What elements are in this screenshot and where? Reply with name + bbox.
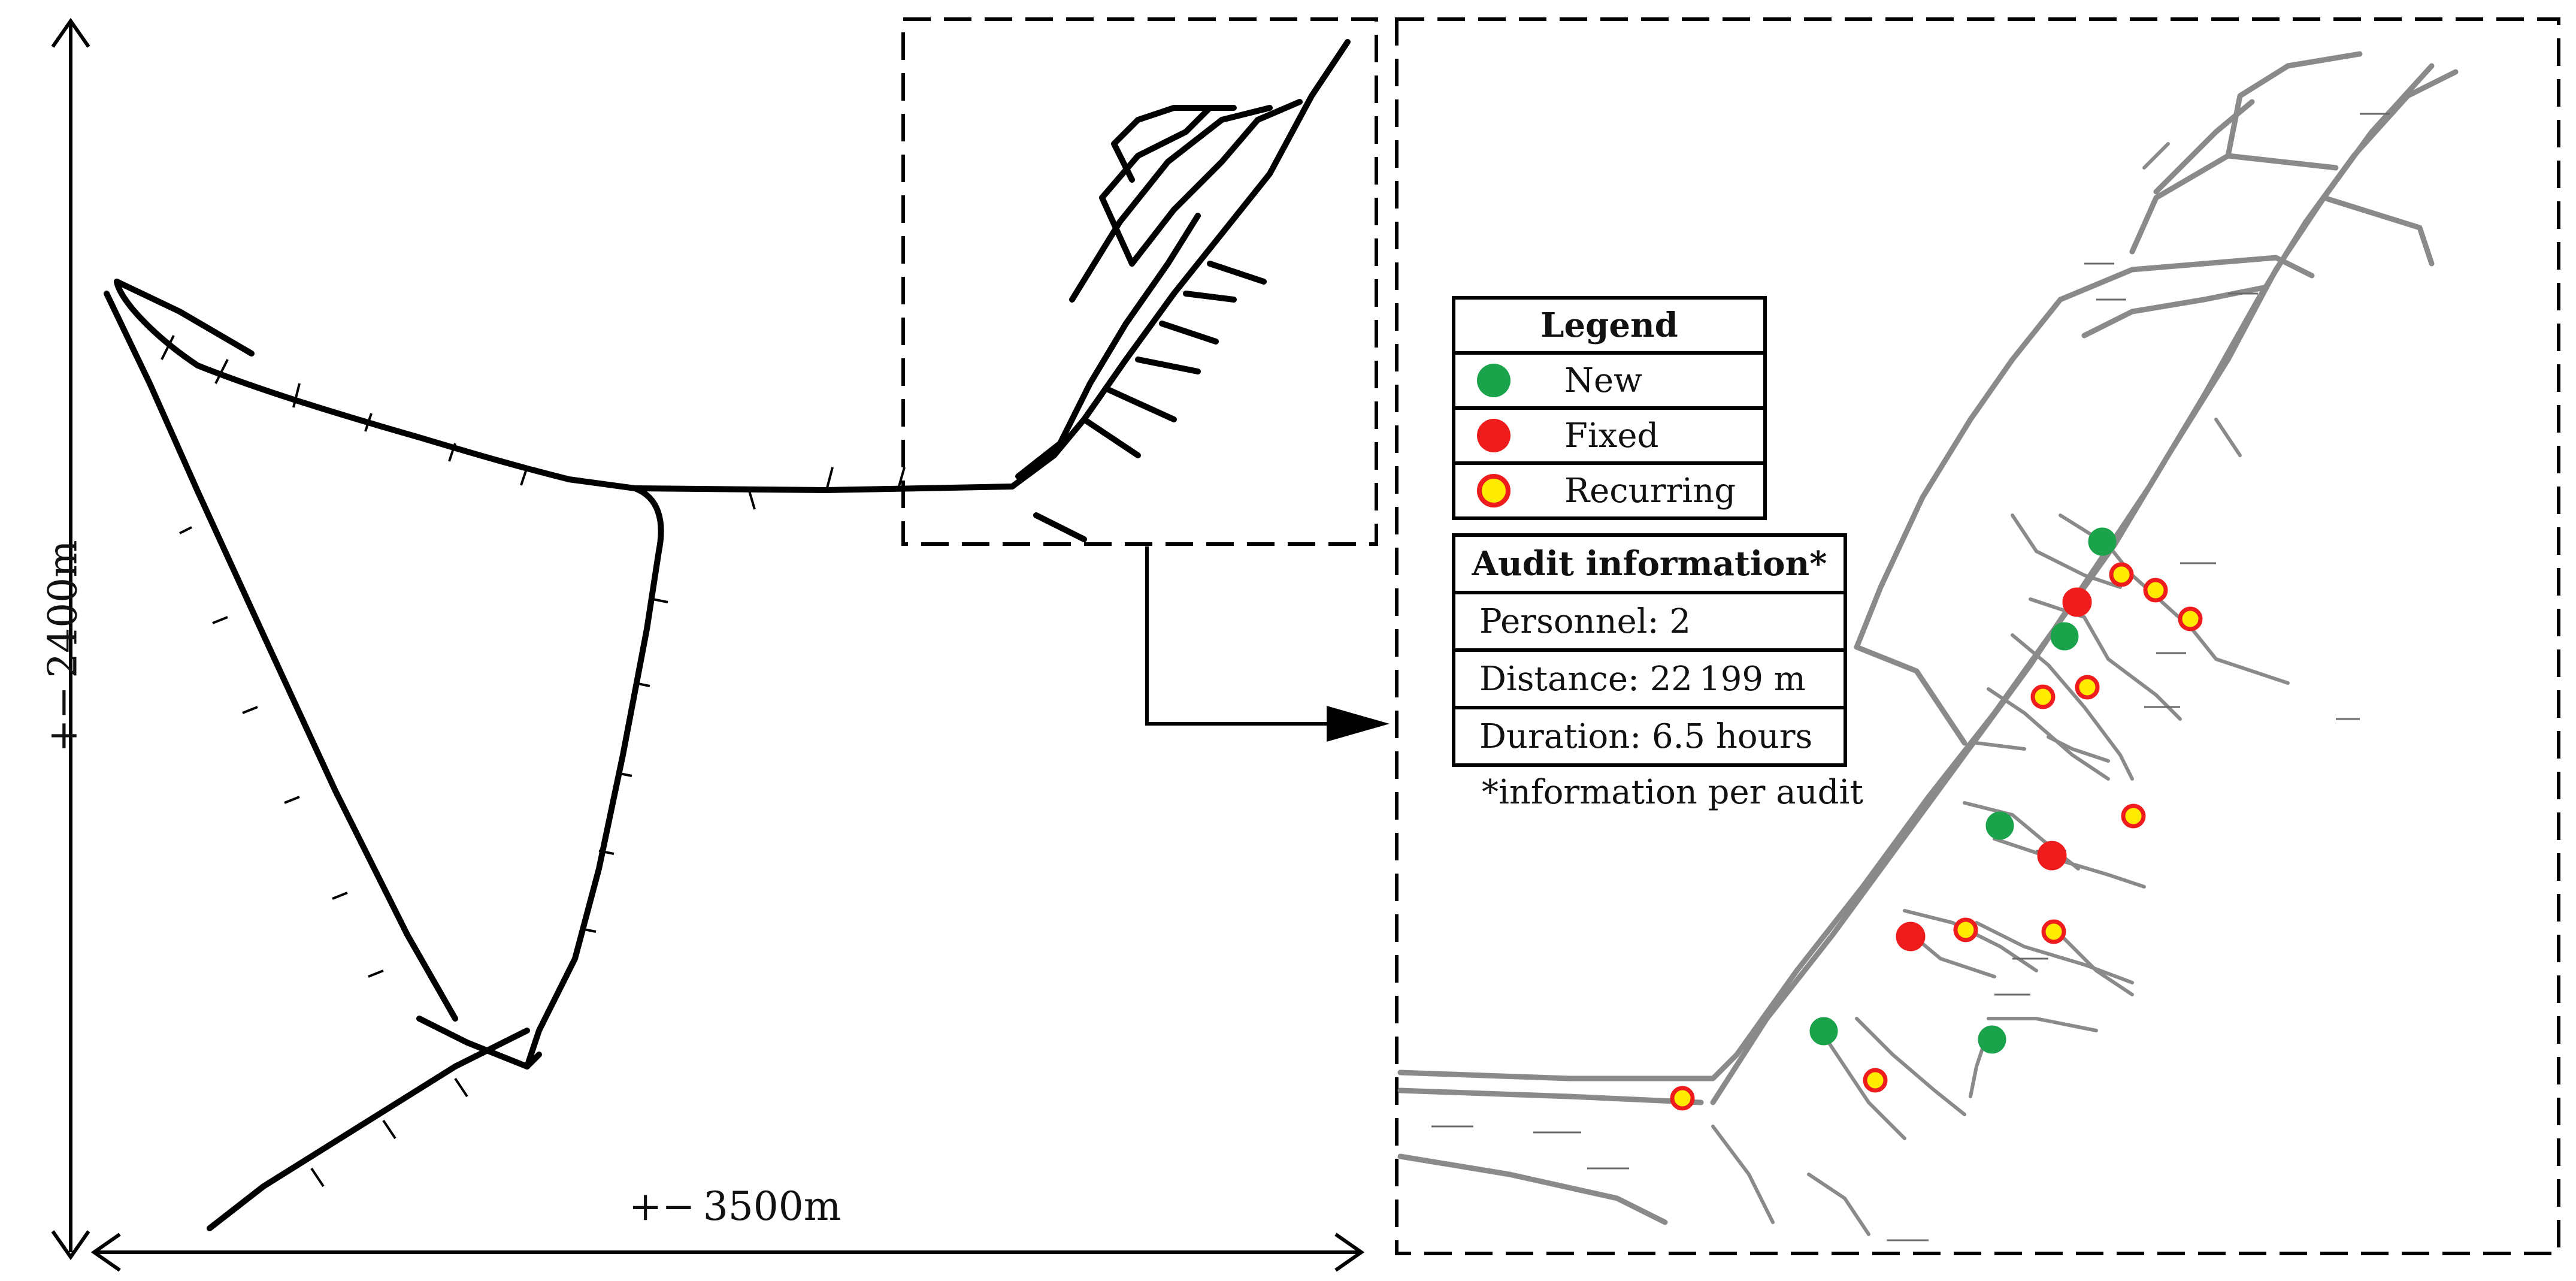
horizontal-dimension-label: +− 3500m	[629, 1183, 841, 1229]
marker-recurring	[1953, 917, 1978, 942]
audit-distance: Distance: 22 199 m	[1452, 648, 1847, 709]
marker-fixed	[2062, 587, 2092, 617]
marker-recurring	[2121, 803, 2146, 829]
audit-info-title: Audit information*	[1452, 533, 1847, 594]
vertical-dimension-arrow	[51, 17, 90, 1261]
legend-title: Legend	[1452, 296, 1767, 355]
overview-tunnel-stubs	[161, 335, 906, 1188]
red-dot-icon	[1477, 419, 1511, 452]
marker-new	[1978, 1025, 2006, 1054]
green-dot-icon	[1477, 364, 1511, 397]
marker-recurring	[2143, 578, 2168, 603]
legend-item-label: Fixed	[1564, 416, 1659, 455]
legend-item-recurring: Recurring	[1452, 461, 1767, 520]
detail-mine-network	[1397, 51, 2459, 1225]
marker-recurring	[1863, 1068, 1888, 1093]
legend-table: Legend New Fixed Recurring	[1452, 296, 1767, 520]
yellow-red-ring-dot-icon	[1477, 474, 1511, 507]
marker-new	[2050, 622, 2079, 651]
overview-mine-network	[104, 39, 1351, 1231]
horizontal-dimension-arrow	[90, 1232, 1365, 1272]
audit-footnote: *information per audit	[1482, 773, 1863, 812]
legend-item-label: Recurring	[1564, 471, 1736, 510]
audit-duration: Duration: 6.5 hours	[1452, 706, 1847, 767]
marker-recurring	[2041, 919, 2066, 944]
detail-tunnel-labels	[1431, 113, 2390, 1241]
marker-recurring	[1670, 1086, 1695, 1111]
marker-recurring	[2178, 606, 2203, 632]
audit-markers	[1670, 527, 2203, 1111]
vertical-dimension-label: +− 2400m	[40, 540, 86, 753]
marker-fixed	[2037, 841, 2067, 871]
marker-recurring	[2109, 562, 2134, 587]
marker-new	[1985, 811, 2014, 840]
audit-info-table: Audit information* Personnel: 2 Distance…	[1452, 533, 1847, 767]
marker-fixed	[1896, 922, 1926, 951]
legend-item-new: New	[1452, 351, 1767, 410]
marker-new	[2088, 527, 2117, 556]
marker-new	[1809, 1017, 1838, 1046]
overview-zoom-window	[901, 17, 1378, 546]
legend-item-label: New	[1564, 361, 1643, 400]
legend-item-fixed: Fixed	[1452, 406, 1767, 465]
zoom-connector-arrow	[1145, 546, 1390, 742]
marker-recurring	[2075, 675, 2100, 700]
marker-recurring	[2030, 684, 2056, 709]
detail-view-frame	[1395, 17, 2560, 1255]
audit-personnel: Personnel: 2	[1452, 591, 1847, 652]
